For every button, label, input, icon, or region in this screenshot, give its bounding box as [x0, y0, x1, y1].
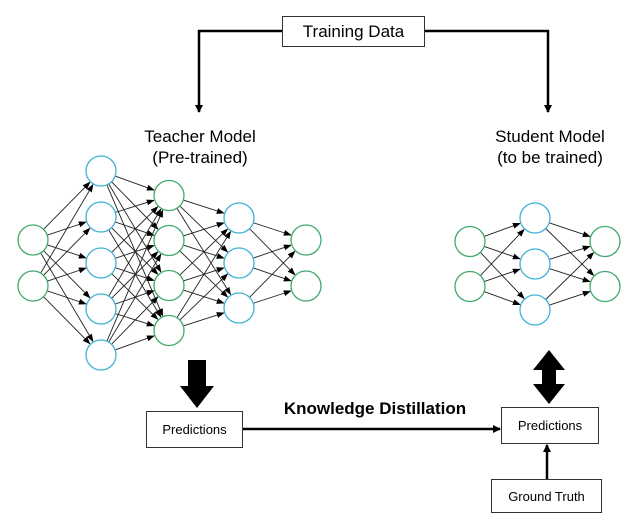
connection-edge [545, 251, 595, 300]
teacher-network [17, 155, 322, 371]
connection-edge [479, 228, 525, 276]
student-predictions-box: Predictions [501, 407, 599, 444]
student-model-title: Student Model (to be trained) [450, 126, 626, 168]
connection-edge [47, 267, 87, 282]
training-data-box: Training Data [282, 16, 425, 47]
connection-edge [47, 290, 87, 305]
student-network [454, 202, 621, 326]
connection-edge [484, 268, 521, 283]
arrow-training-to-teacher [195, 29, 282, 113]
neuron-node [85, 339, 117, 371]
connection-edge [545, 228, 595, 277]
training-data-label: Training Data [302, 21, 405, 41]
connection-edge [176, 230, 232, 319]
connection-edge [483, 222, 521, 237]
connection-edge [179, 273, 229, 321]
connection-edge [249, 250, 296, 298]
connection-edge [43, 296, 91, 345]
connection-edge [549, 245, 591, 260]
connection-edge [253, 244, 292, 259]
teacher-output-arrow [180, 360, 214, 408]
neuron-node [519, 202, 551, 234]
connection-edge [108, 208, 162, 297]
connection-edge [111, 273, 159, 320]
teacher-predictions-label: Predictions [162, 422, 227, 437]
knowledge-distillation-label: Knowledge Distillation [283, 399, 467, 418]
connection-edge [183, 222, 225, 237]
neuron-node [85, 247, 117, 279]
connection-edge [115, 267, 155, 282]
student-title: Student Model [495, 127, 605, 146]
neuron-node [454, 270, 486, 303]
neuron-node [290, 270, 322, 302]
neuron-node [85, 201, 117, 233]
neuron-node [153, 269, 185, 302]
connection-edge [115, 290, 155, 305]
neuron-node [290, 224, 322, 256]
connection-edge [111, 206, 159, 253]
ground-truth-label: Ground Truth [508, 488, 585, 504]
neuron-node [454, 225, 486, 258]
connection-edge [115, 221, 155, 236]
connection-edge [253, 290, 292, 304]
teacher-subtitle: (Pre-trained) [152, 148, 248, 167]
teacher-model-title: Teacher Model (Pre-trained) [100, 126, 300, 168]
connection-edge [111, 296, 159, 345]
neuron-node [153, 314, 185, 347]
connection-edge [483, 291, 521, 306]
neuron-node [85, 293, 117, 325]
student-double-arrow [533, 350, 565, 404]
student-predictions-label: Predictions [517, 418, 583, 433]
neuron-node [223, 247, 255, 279]
arrow-training-to-student [425, 29, 552, 113]
connection-edge [43, 227, 91, 276]
student-subtitle: (to be trained) [497, 148, 603, 167]
neuron-node [153, 224, 185, 257]
connection-edge [108, 253, 162, 343]
connection-edge [43, 181, 91, 230]
connection-edge [111, 181, 159, 230]
ground-truth-box: Ground Truth [491, 479, 602, 513]
connection-edge [183, 312, 225, 327]
connection-edge [549, 222, 591, 238]
neuron-node [519, 294, 551, 326]
connection-edge [106, 209, 164, 342]
connection-edge [179, 228, 229, 276]
neuron-node [85, 155, 117, 187]
connection-edge [114, 335, 155, 351]
connection-edge [115, 313, 155, 327]
connection-edge [549, 290, 591, 306]
neuron-node [519, 248, 551, 280]
connection-edge [549, 268, 591, 283]
neuron-node [153, 179, 185, 212]
connection-edge [111, 227, 159, 275]
connection-edge [108, 183, 162, 273]
neuron-node [223, 202, 255, 234]
neuron-node [589, 225, 621, 258]
teacher-predictions-box: Predictions [146, 411, 243, 448]
neuron-node [589, 270, 621, 303]
connection-edge [183, 199, 225, 214]
connection-edge [253, 222, 292, 236]
teacher-title: Teacher Model [144, 127, 256, 146]
neuron-node [17, 224, 49, 256]
connection-edge [115, 244, 155, 259]
neuron-node [223, 292, 255, 324]
connection-edge [40, 183, 94, 274]
neuron-node [17, 270, 49, 302]
connection-edge [114, 175, 155, 191]
connection-edge [115, 199, 155, 213]
